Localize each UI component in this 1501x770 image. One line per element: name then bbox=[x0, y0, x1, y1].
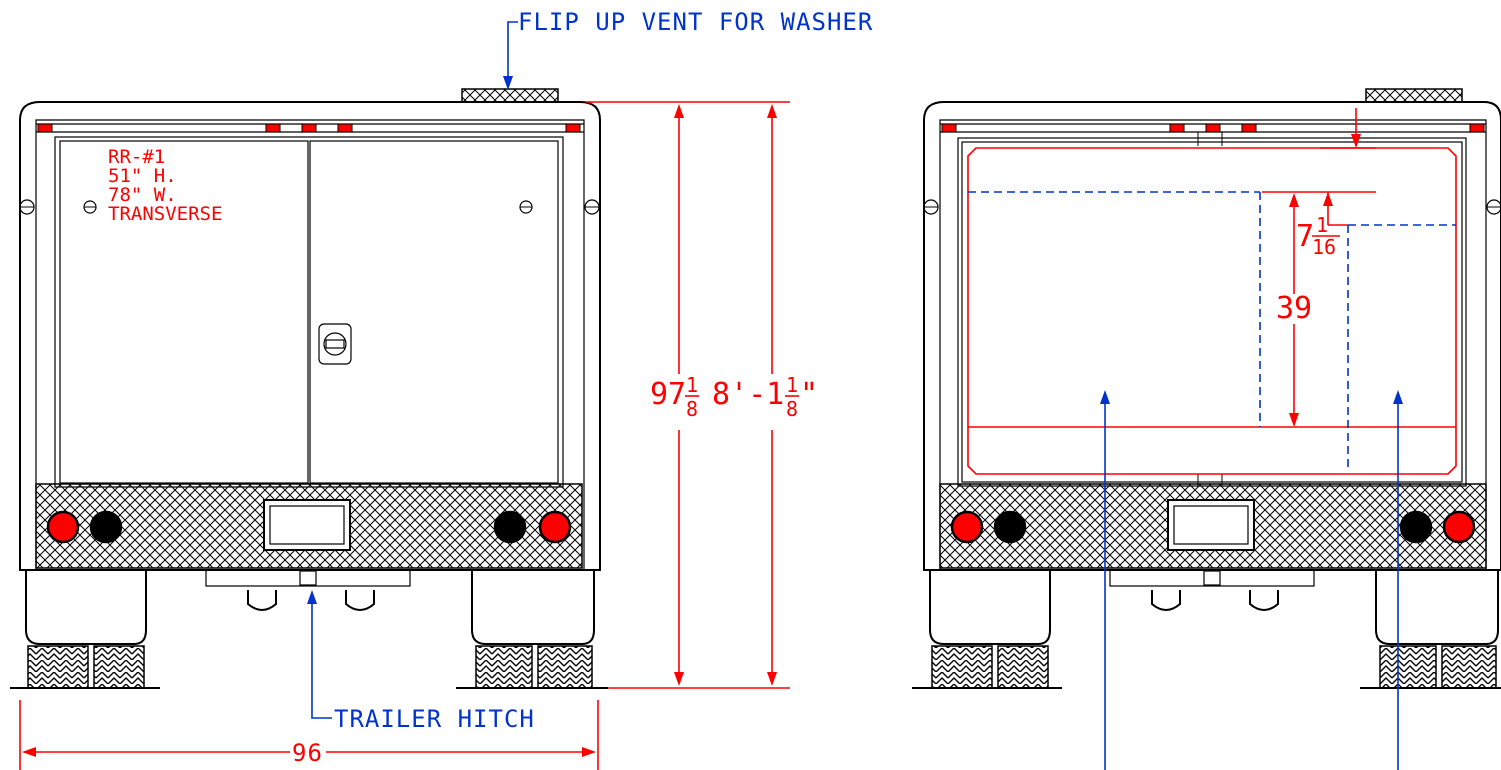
left-view-doors-closed: RR-#1 51" H. 78" W. TRANSVERSE bbox=[10, 88, 608, 689]
dimension-value: 97 bbox=[650, 377, 686, 412]
dimension-fraction-num: 1 bbox=[686, 373, 698, 397]
tail-light-icon bbox=[950, 510, 984, 544]
compartment-label-line: 51" H. bbox=[108, 165, 177, 187]
body-inner-outline bbox=[939, 119, 1487, 570]
compartment-label-line: 78" W. bbox=[108, 184, 177, 206]
vent-callout-text: FLIP UP VENT FOR WASHER bbox=[518, 8, 873, 36]
compartment-interior bbox=[967, 147, 1457, 475]
dimension-value: 39 bbox=[1276, 291, 1312, 326]
tire-icon bbox=[93, 645, 145, 689]
marker-light-icon bbox=[1205, 123, 1221, 133]
dimension-fraction-den: 16 bbox=[1312, 235, 1336, 259]
tire-icon bbox=[1441, 645, 1497, 689]
overall-height-dimension: 97 1 8 8'-1 1 8 " bbox=[586, 101, 818, 689]
tire-icon bbox=[537, 645, 593, 689]
tire-icon bbox=[1379, 645, 1437, 689]
mud-flap bbox=[471, 570, 595, 645]
dimension-suffix: " bbox=[800, 377, 818, 412]
door-handle-icon bbox=[318, 323, 352, 365]
tire-icon bbox=[27, 645, 89, 689]
compartment-opening bbox=[957, 137, 1467, 487]
body-inner-outline bbox=[35, 119, 585, 570]
right-view-doors-open bbox=[912, 88, 1501, 689]
tire-icon bbox=[997, 645, 1049, 689]
mud-flap bbox=[25, 570, 147, 645]
shelf-height-dimension: 39 bbox=[1262, 191, 1376, 427]
dimension-fraction-den: 8 bbox=[686, 397, 698, 421]
hitch-receiver-icon bbox=[299, 570, 317, 586]
hitch-receiver-icon bbox=[1203, 570, 1221, 586]
mud-flap bbox=[929, 570, 1051, 645]
tow-hook-icon bbox=[345, 590, 375, 611]
hitch-bar bbox=[1109, 569, 1315, 587]
interior-leader-arrows bbox=[1100, 390, 1403, 770]
body-outline bbox=[19, 101, 601, 571]
offset-dimension: 7 1 16 bbox=[1296, 108, 1376, 259]
tail-light-icon bbox=[46, 510, 80, 544]
dimension-value: 96 bbox=[292, 739, 323, 767]
mud-flap bbox=[1375, 570, 1499, 645]
marker-light-icon bbox=[1169, 123, 1185, 133]
right-door bbox=[309, 140, 559, 484]
vent-icon bbox=[461, 88, 559, 103]
hitch-callout-text: TRAILER HITCH bbox=[334, 705, 535, 733]
marker-light-icon bbox=[337, 123, 353, 133]
vent-callout: FLIP UP VENT FOR WASHER bbox=[503, 8, 873, 90]
marker-light-icon bbox=[941, 123, 957, 133]
overall-width-dimension: 96 bbox=[19, 700, 599, 770]
dimension-fraction-den: 8 bbox=[786, 397, 798, 421]
dimension-fraction-num: 1 bbox=[1316, 213, 1328, 237]
hitch-bar bbox=[205, 569, 411, 587]
license-plate-icon bbox=[1167, 499, 1255, 551]
tow-hook-icon bbox=[247, 590, 277, 611]
tail-light-icon bbox=[1442, 510, 1476, 544]
tow-hook-icon bbox=[1151, 590, 1181, 611]
tire-icon bbox=[931, 645, 993, 689]
hitch-callout: TRAILER HITCH bbox=[307, 590, 535, 733]
marker-light-icon bbox=[265, 123, 281, 133]
compartment-frame bbox=[961, 141, 1463, 483]
marker-light-icon bbox=[1469, 123, 1485, 133]
marker-light-icon bbox=[37, 123, 53, 133]
tail-light-icon bbox=[538, 510, 572, 544]
backup-light-icon bbox=[1399, 510, 1433, 544]
dimension-value: 7 bbox=[1296, 219, 1314, 254]
backup-light-icon bbox=[993, 510, 1027, 544]
license-plate-icon bbox=[263, 499, 351, 551]
dimension-fraction-num: 1 bbox=[786, 373, 798, 397]
backup-light-icon bbox=[89, 510, 123, 544]
tow-hook-icon bbox=[1249, 590, 1279, 611]
compartment-label-line: TRANSVERSE bbox=[108, 203, 222, 225]
marker-light-icon bbox=[565, 123, 581, 133]
marker-light-icon bbox=[301, 123, 317, 133]
compartment-label-line: RR-#1 bbox=[108, 146, 165, 168]
tire-icon bbox=[475, 645, 533, 689]
left-door bbox=[59, 140, 309, 484]
marker-light-icon bbox=[1241, 123, 1257, 133]
vent-icon bbox=[1365, 88, 1463, 103]
backup-light-icon bbox=[493, 510, 527, 544]
dimension-value: 8'-1 bbox=[712, 377, 784, 412]
